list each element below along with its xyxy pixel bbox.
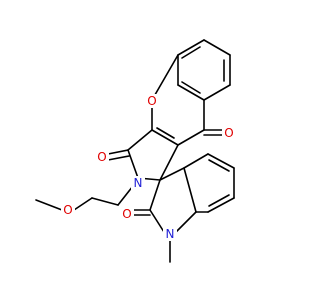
bond	[181, 81, 201, 94]
bond	[208, 159, 230, 172]
bond	[151, 129, 179, 146]
bond	[175, 211, 197, 233]
atom-o-ketone: O	[224, 126, 233, 140]
bond	[127, 129, 153, 151]
bond	[177, 84, 205, 101]
bond	[183, 153, 209, 169]
bond	[91, 197, 119, 206]
bond	[107, 149, 129, 155]
bond	[127, 149, 139, 179]
atom-labels: O O O N O O N	[61, 94, 236, 241]
bond	[181, 46, 201, 59]
atom-o-ether: O	[63, 203, 72, 217]
bond	[207, 153, 235, 169]
bond	[117, 185, 134, 206]
bond	[149, 179, 161, 211]
atom-o-ring: O	[147, 94, 156, 108]
atom-o-lactam-bottom: O	[122, 207, 131, 221]
chemical-structure-diagram: O O O N O O N	[35, 39, 236, 263]
bond-lines	[35, 39, 235, 263]
molecule-canvas: O O O N O O N	[35, 39, 236, 263]
atom-n-pyrrolidine: N	[134, 176, 143, 190]
bond	[35, 199, 63, 211]
bond	[207, 197, 235, 213]
bond	[203, 84, 231, 101]
bond	[203, 39, 231, 56]
bond	[159, 144, 179, 181]
bond	[149, 209, 165, 233]
bond	[107, 155, 130, 161]
bond	[183, 167, 197, 213]
bond	[151, 54, 179, 101]
bond	[159, 167, 185, 181]
bond	[208, 194, 230, 207]
bond	[177, 39, 205, 56]
bond	[73, 197, 93, 211]
atom-o-lactam-top: O	[97, 150, 106, 164]
bond	[156, 127, 175, 139]
bond	[177, 129, 205, 146]
atom-n-indoline: N	[166, 227, 175, 241]
